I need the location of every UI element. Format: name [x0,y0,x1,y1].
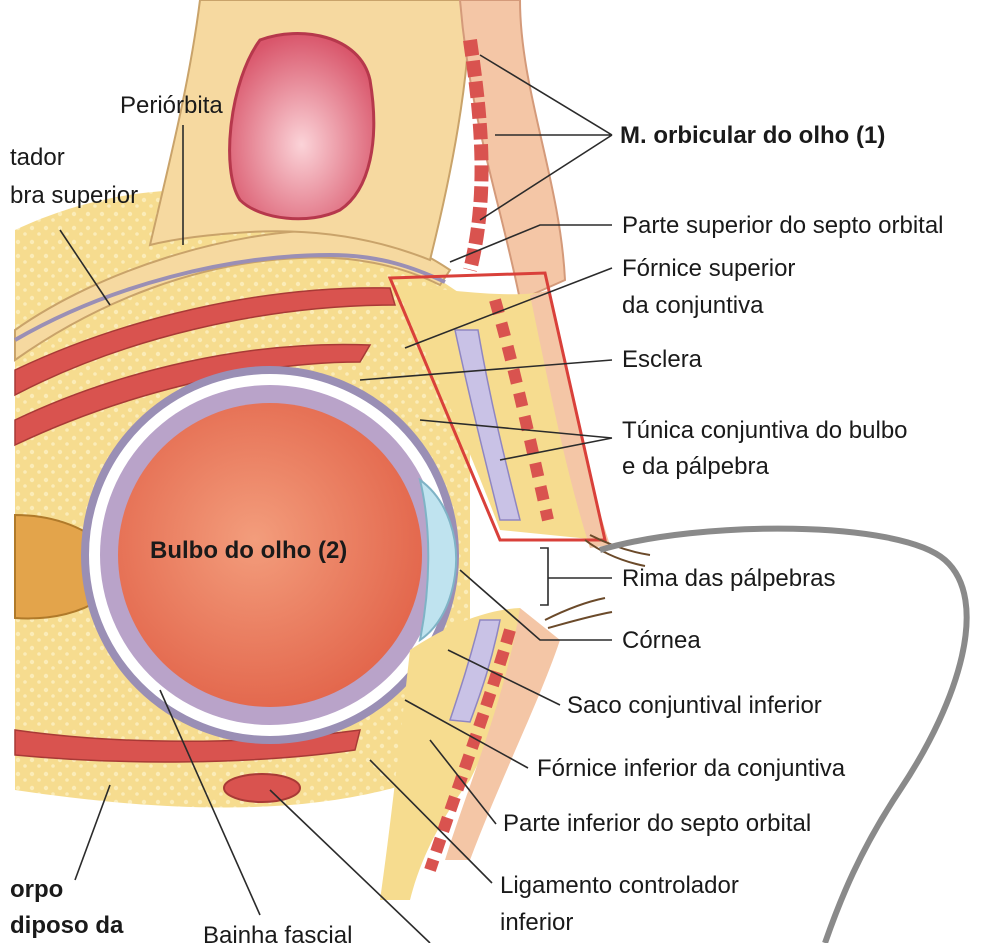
highlight-box [0,0,1,1]
label-saco: Saco conjuntival inferior [567,692,822,719]
label-fornice-superior-2: da conjuntiva [622,292,764,319]
orbicularis-upper [470,40,482,270]
inferior-oblique [224,774,300,802]
label-cornea: Córnea [622,627,701,654]
label-ligamento-1: Ligamento controlador [500,872,739,899]
label-periorbita: Periórbita [120,92,223,119]
label-ligamento-2: inferior [500,909,573,936]
frontal-sinus [230,33,374,218]
label-tunica-2: e da pálpebra [622,453,769,480]
label-fornice-inferior: Fórnice inferior da conjuntiva [537,755,846,782]
label-esclera: Esclera [622,346,703,373]
label-bainha: Bainha fascial [203,922,352,943]
label-orbicularis: M. orbicular do olho (1) [620,122,885,149]
label-septo-inferior: Parte inferior do septo orbital [503,810,811,837]
label-bulbo: Bulbo do olho (2) [150,537,347,564]
label-corpo-1: orpo [10,876,63,903]
lower-lashes [545,598,612,628]
label-tunica-1: Túnica conjuntiva do bulbo [622,417,908,444]
label-levator-1: tador [10,144,65,171]
label-levator-2: bra superior [10,182,138,209]
label-corpo-2: diposo da [10,912,124,939]
label-septo-superior: Parte superior do septo orbital [622,212,944,239]
label-fornice-superior-1: Fórnice superior [622,255,795,282]
label-rima: Rima das pálpebras [622,565,835,592]
